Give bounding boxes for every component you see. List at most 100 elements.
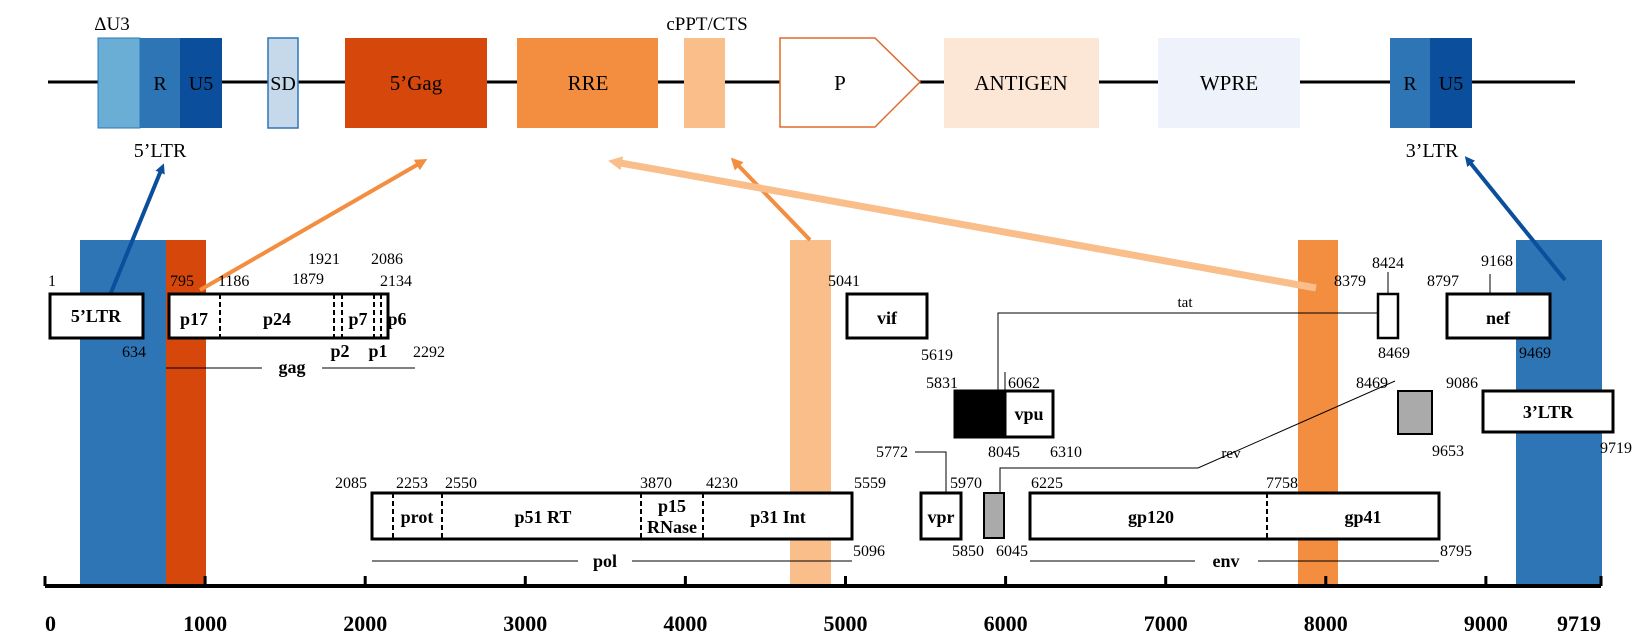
pos-2253: 2253: [396, 475, 428, 492]
pos-1921: 1921: [308, 251, 340, 268]
genome-5ltr-label: 5’LTR: [71, 306, 122, 326]
p51rt-label: p51 RT: [515, 507, 572, 527]
pol-label: pol: [593, 551, 617, 571]
pos-5096: 5096: [853, 543, 885, 560]
vpu-outline: [953, 389, 1055, 439]
pos-8469-a: 8469: [1378, 345, 1410, 362]
vpr-box: [919, 491, 963, 541]
env-box: [1028, 491, 1441, 541]
pos-2550: 2550: [445, 475, 477, 492]
mapping-arrows: [106, 156, 1567, 301]
axis-tick-label: 8000: [1304, 611, 1348, 636]
vector-construct: ΔU3 R U5 5’LTR SD 5’Gag RRE cPPT/CTS P A…: [48, 14, 1575, 162]
pos-2085: 2085: [335, 475, 367, 492]
pol-box: [370, 491, 854, 541]
pos-2292: 2292: [413, 344, 445, 361]
pos-8424: 8424: [1372, 255, 1404, 272]
pos-4230: 4230: [706, 475, 738, 492]
p17-label: p17: [180, 309, 208, 329]
pos-5970: 5970: [950, 475, 982, 492]
pos-8797: 8797: [1427, 273, 1459, 290]
tat-label: tat: [1178, 295, 1194, 311]
rre-label: RRE: [568, 71, 609, 95]
pos-1: 1: [48, 273, 56, 290]
gp120-label: gp120: [1128, 507, 1174, 527]
du3-label: ΔU3: [94, 14, 129, 35]
pos-8795: 8795: [1440, 543, 1472, 560]
axis-tick-label: 9000: [1464, 611, 1508, 636]
u5-label-3ltr: U5: [1439, 73, 1463, 95]
gag-band: [166, 240, 206, 586]
axis-tick-label: 1000: [183, 611, 227, 636]
pos-6310: 6310: [1050, 444, 1082, 461]
axis-tick-label: 5000: [823, 611, 867, 636]
tat-connector: [997, 312, 1378, 391]
genome-map: 5’LTR p17 p24 p7 p6 p2 p1 gag vif vpu ta…: [48, 272, 1615, 571]
p7-label: p7: [348, 309, 367, 329]
promoter-label: P: [834, 71, 846, 95]
vif-box: [845, 292, 929, 340]
pos-634: 634: [122, 344, 146, 361]
pos-5619: 5619: [921, 347, 953, 364]
sd-label: SD: [270, 73, 296, 95]
antigen-segment: [944, 38, 1099, 128]
pos-6225: 6225: [1031, 475, 1063, 492]
pos-3870: 3870: [640, 475, 672, 492]
pos-9719: 9719: [1600, 440, 1632, 457]
tat-exon2-box: [1376, 292, 1400, 340]
pos-8469-b: 8469: [1356, 375, 1388, 392]
genome-3ltr-label: 3’LTR: [1523, 402, 1574, 422]
pos-1186: 1186: [218, 273, 249, 290]
pos-8379: 8379: [1334, 273, 1366, 290]
cppt-segment: [684, 38, 725, 128]
axis-tick-label: 3000: [503, 611, 547, 636]
r-label-5ltr: R: [153, 73, 167, 95]
3ltr-label: 3’LTR: [1406, 140, 1459, 162]
5ltr-band: [80, 240, 166, 586]
pos-5831: 5831: [926, 375, 958, 392]
promoter-arrow: [779, 37, 922, 128]
wpre-label: WPRE: [1200, 71, 1258, 95]
5ltr-label: 5’LTR: [134, 140, 187, 162]
p24-label: p24: [263, 309, 291, 329]
arrow-rre: [608, 156, 1317, 292]
pos-8045: 8045: [988, 444, 1020, 461]
pos-5559: 5559: [854, 475, 886, 492]
axis-tick-label: 7000: [1144, 611, 1188, 636]
pos-2086: 2086: [371, 251, 403, 268]
vpr-label: vpr: [928, 507, 955, 527]
vpr-connector: [915, 451, 947, 493]
env-label: env: [1213, 551, 1240, 571]
arrow-cppt: [730, 157, 812, 242]
rev-exon1-box: [983, 492, 1005, 539]
pos-9086: 9086: [1446, 375, 1478, 392]
wpre-segment: [1158, 38, 1300, 128]
r-segment-3ltr: [1390, 38, 1430, 128]
vif-label: vif: [877, 308, 898, 328]
nef-label: nef: [1486, 308, 1511, 328]
pos-9469: 9469: [1519, 345, 1551, 362]
5gag-segment: [345, 38, 487, 128]
rev-exon2-box: [1397, 390, 1433, 435]
rev-label: rev: [1221, 446, 1241, 462]
r-label-3ltr: R: [1403, 73, 1417, 95]
gag-box: [167, 292, 390, 340]
sd-segment: [267, 37, 299, 129]
axis-tick-label: 4000: [663, 611, 707, 636]
p31int-label: p31 Int: [750, 507, 806, 527]
pos-1879: 1879: [292, 271, 324, 288]
u5-segment-3ltr: [1430, 38, 1472, 128]
axis-tick-label: 0: [45, 611, 56, 636]
p2-label: p2: [330, 341, 349, 361]
u5-label-5ltr: U5: [189, 73, 213, 95]
u5-segment-5ltr: [180, 38, 222, 128]
pos-9168: 9168: [1481, 253, 1513, 270]
genome-3ltr-box: [1481, 389, 1615, 434]
arrow-5ltr: [106, 163, 165, 301]
antigen-label: ANTIGEN: [974, 71, 1067, 95]
gp41-label: gp41: [1344, 507, 1381, 527]
axis-tick-label: 2000: [343, 611, 387, 636]
position-numbers: 1 634 795 1186 1879 1921 2086 2134 2292 …: [48, 251, 1632, 560]
